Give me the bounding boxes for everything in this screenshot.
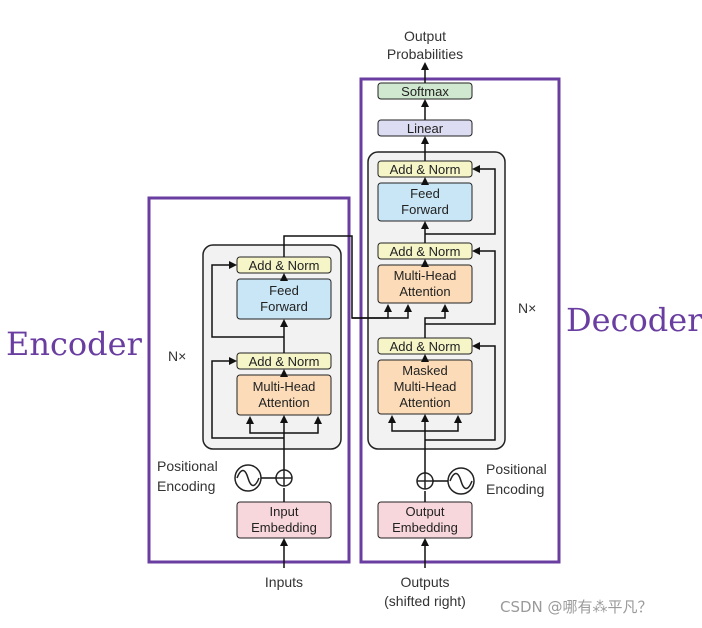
positional-encoding-left-label-1: Positional (157, 458, 218, 474)
encoder-frame (147, 196, 351, 564)
decoder-mha-label-1: Multi-Head (394, 268, 457, 283)
decoder-feed-forward-label-2: Forward (401, 202, 449, 217)
output-probabilities-label-1: Output (404, 28, 446, 44)
nx-label-left: N× (168, 348, 186, 364)
masked-label-1: Masked (402, 363, 448, 378)
input-embedding-label-2: Embedding (251, 520, 317, 535)
linear-label: Linear (407, 121, 444, 136)
encoder-label: Encoder (6, 325, 143, 363)
encoder-connectors (211, 235, 412, 568)
add-right-icon (416, 472, 434, 490)
decoder-add-norm-mid-label: Add & Norm (390, 244, 461, 259)
output-embedding-label-1: Output (405, 504, 444, 519)
positional-encoding-left-icon (234, 464, 262, 492)
input-embedding-label-1: Input (270, 504, 299, 519)
outputs-label-2: (shifted right) (384, 593, 466, 609)
softmax-label: Softmax (401, 84, 449, 99)
output-embedding-label-2: Embedding (392, 520, 458, 535)
add-left-icon (275, 469, 293, 487)
positional-encoding-right-icon (447, 467, 475, 495)
encoder-add-norm-top-label: Add & Norm (249, 258, 320, 273)
nx-label-right: N× (518, 300, 536, 316)
watermark: CSDN @哪有⁂平凡？ (500, 598, 653, 616)
decoder-feed-forward-label-1: Feed (410, 186, 440, 201)
masked-label-3: Attention (399, 395, 450, 410)
encoder-mha-label-1: Multi-Head (253, 379, 316, 394)
positional-encoding-right-label-2: Encoding (486, 481, 544, 497)
masked-label-2: Multi-Head (394, 379, 457, 394)
output-probabilities-label-2: Probabilities (387, 46, 463, 62)
decoder-add-norm-top-label: Add & Norm (390, 162, 461, 177)
positional-encoding-right-label-1: Positional (486, 461, 547, 477)
decoder-connectors (388, 62, 496, 568)
outputs-label-1: Outputs (400, 574, 449, 590)
encoder-add-norm-bottom-label: Add & Norm (249, 354, 320, 369)
decoder-label: Decoder (566, 301, 702, 339)
decoder-mha-label-2: Attention (399, 284, 450, 299)
encoder-feed-forward-label-2: Forward (260, 299, 308, 314)
encoder-block (202, 244, 342, 450)
decoder-frame (359, 77, 561, 564)
encoder-mha-label-2: Attention (258, 395, 309, 410)
positional-encoding-left-label-2: Encoding (157, 478, 215, 494)
inputs-label: Inputs (265, 574, 303, 590)
encoder-feed-forward-label-1: Feed (269, 283, 299, 298)
decoder-add-norm-bottom-label: Add & Norm (390, 339, 461, 354)
